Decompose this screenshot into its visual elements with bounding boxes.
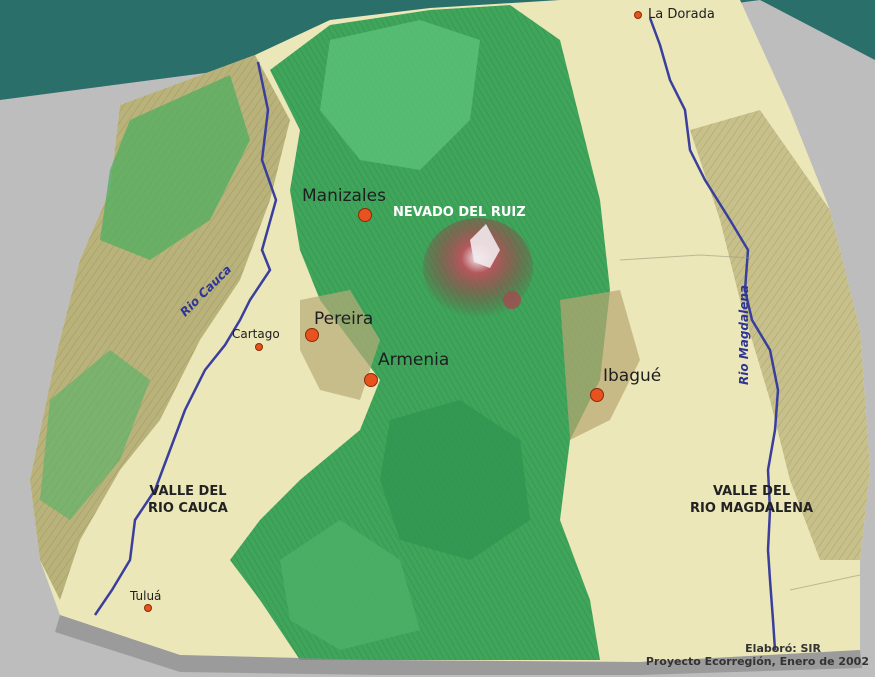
cartago-marker: [255, 343, 263, 351]
pereira-marker: [305, 328, 319, 342]
cauca-valley-line1: VALLE DEL: [149, 484, 227, 499]
credit-line2: Proyecto Ecorregión, Enero de 2002: [645, 655, 869, 668]
manizales-marker: [358, 208, 372, 222]
ibague-marker: [590, 388, 604, 402]
ibague-label: Ibagué: [603, 366, 662, 386]
tulua-label: Tuluá: [130, 589, 162, 603]
terrain-front-edge: [55, 615, 862, 675]
la-dorada-marker: [634, 11, 642, 19]
cauca-valley-line2: RIO CAUCA: [148, 501, 228, 516]
armenia-marker: [364, 373, 378, 387]
magdalena-valley-line2: RIO MAGDALENA: [690, 501, 814, 516]
rio-magdalena-label: Rio Magdalena: [737, 285, 751, 385]
rio-cauca-line: [93, 61, 278, 616]
pereira-label: Pereira: [314, 309, 374, 329]
armenia-label: Armenia: [378, 350, 450, 370]
nevado-del-ruiz-label: NEVADO DEL RUIZ: [393, 205, 526, 220]
magdalena-valley-label: VALLE DEL RIO MAGDALENA: [690, 483, 813, 517]
nevado-peak-shading: [423, 218, 533, 318]
la-dorada-label: La Dorada: [648, 7, 715, 22]
map-credits: Elaboró: SIR Proyecto Ecorregión, Enero …: [646, 642, 869, 668]
cartago-label: Cartago: [232, 327, 280, 341]
credit-line1: Elaboró: SIR: [745, 642, 821, 655]
cauca-valley-label: VALLE DEL RIO CAUCA: [148, 483, 228, 517]
magdalena-valley-line1: VALLE DEL: [712, 484, 791, 499]
rio-magdalena-line: [648, 17, 780, 651]
manizales-label: Manizales: [302, 186, 386, 206]
tulua-marker: [144, 604, 152, 612]
